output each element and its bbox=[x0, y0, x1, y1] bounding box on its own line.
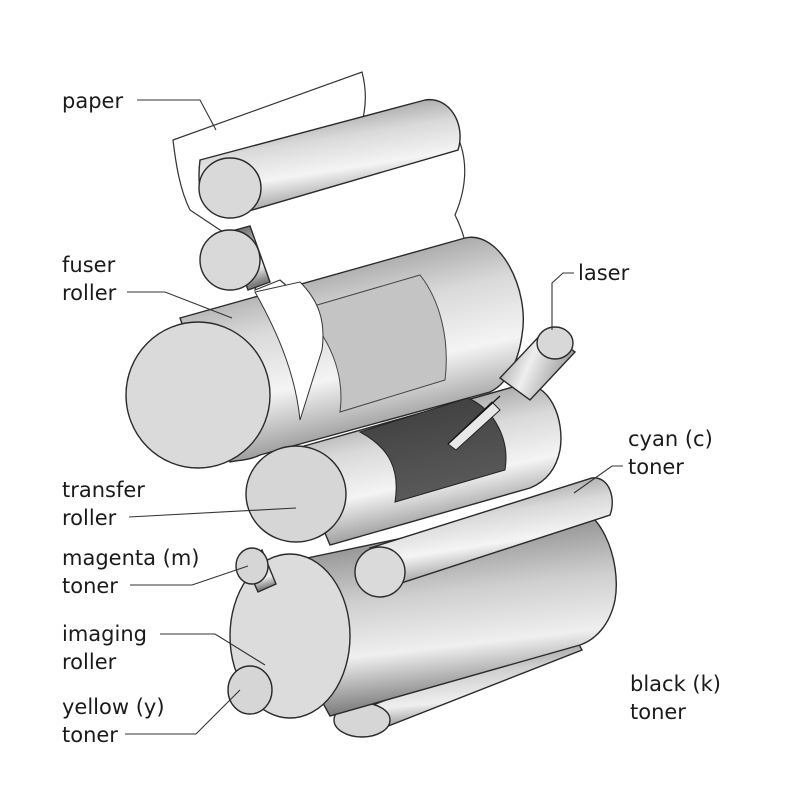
label-black-line1: black (k) bbox=[630, 672, 721, 696]
leader-cyan bbox=[573, 465, 623, 494]
upper-pressure-roller bbox=[198, 99, 461, 219]
label-cyan-line1: cyan (c) bbox=[628, 427, 713, 451]
label-fuser-line1: fuser bbox=[62, 253, 116, 277]
leader-laser bbox=[551, 272, 574, 330]
label-yellow-line2: toner bbox=[62, 723, 118, 747]
label-laser: laser bbox=[578, 261, 630, 285]
label-cyan-line2: toner bbox=[628, 455, 684, 479]
leader-lines bbox=[125, 99, 623, 735]
label-imaging-line2: roller bbox=[62, 650, 117, 674]
label-fuser-line2: roller bbox=[62, 281, 117, 305]
leader-paper bbox=[137, 99, 217, 131]
leader-yellow bbox=[125, 689, 241, 735]
lower-pressure-roller bbox=[199, 225, 271, 291]
leader-magenta bbox=[130, 565, 249, 586]
yellow-toner-roller bbox=[227, 665, 273, 715]
leader-imaging bbox=[160, 633, 266, 666]
label-imaging-line1: imaging bbox=[62, 622, 147, 646]
label-transfer-line1: transfer bbox=[62, 478, 145, 502]
label-paper: paper bbox=[62, 89, 123, 113]
fuser-roller bbox=[125, 236, 524, 469]
label-yellow-line1: yellow (y) bbox=[62, 695, 165, 719]
cyan-toner-roller bbox=[354, 477, 613, 598]
leader-transfer bbox=[128, 507, 297, 518]
label-magenta-line1: magenta (m) bbox=[62, 546, 200, 570]
labels: paper fuser roller laser cyan (c) toner … bbox=[62, 89, 721, 747]
leader-fuser bbox=[127, 291, 233, 319]
label-magenta-line2: toner bbox=[62, 574, 118, 598]
label-black-line2: toner bbox=[630, 700, 686, 724]
laser-unit bbox=[447, 326, 577, 451]
label-transfer-line2: roller bbox=[62, 506, 117, 530]
magenta-toner-roller bbox=[235, 547, 277, 593]
